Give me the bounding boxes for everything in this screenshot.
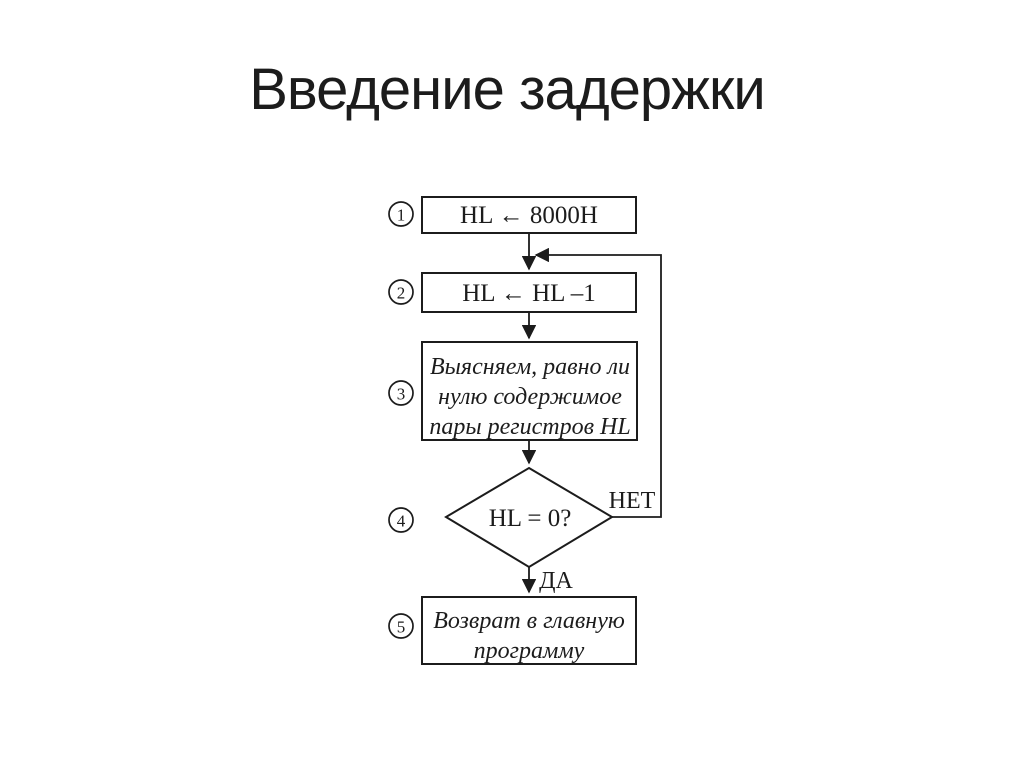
step5-label-line2: программу — [474, 638, 585, 664]
step4-decision-diamond — [444, 466, 614, 569]
step2-label: HL ← HL –1 — [462, 280, 596, 307]
slide-title: Введение задержки — [249, 57, 766, 122]
step1-box — [421, 196, 637, 234]
step3-label-line2: нулю содержимое — [438, 384, 622, 410]
branch-label-no: НЕТ — [609, 488, 656, 514]
step5-box — [421, 596, 637, 665]
connector-loop-no-branch — [534, 247, 662, 518]
step4-label: HL = 0? — [489, 505, 572, 532]
step1-number: 1 — [397, 206, 406, 225]
step3-label-line3: пары регистров HL — [429, 414, 630, 440]
step2-number: 2 — [397, 284, 406, 303]
step3-box — [421, 341, 638, 441]
step5-label-line1: Возврат в главную — [433, 608, 625, 634]
step3-label-line1: Выясняем, равно ли — [430, 354, 630, 380]
step5-number: 5 — [397, 618, 406, 637]
step1-label: HL ← 8000H — [460, 202, 598, 229]
step3-number: 3 — [397, 385, 406, 404]
step3-number-circle — [388, 380, 414, 406]
step4-number-circle — [388, 507, 414, 533]
step2-number-circle — [388, 279, 414, 305]
branch-label-yes: ДА — [539, 568, 573, 594]
step1-number-circle — [388, 201, 414, 227]
step5-number-circle — [388, 613, 414, 639]
step2-box — [421, 272, 637, 313]
step4-number: 4 — [397, 512, 406, 531]
